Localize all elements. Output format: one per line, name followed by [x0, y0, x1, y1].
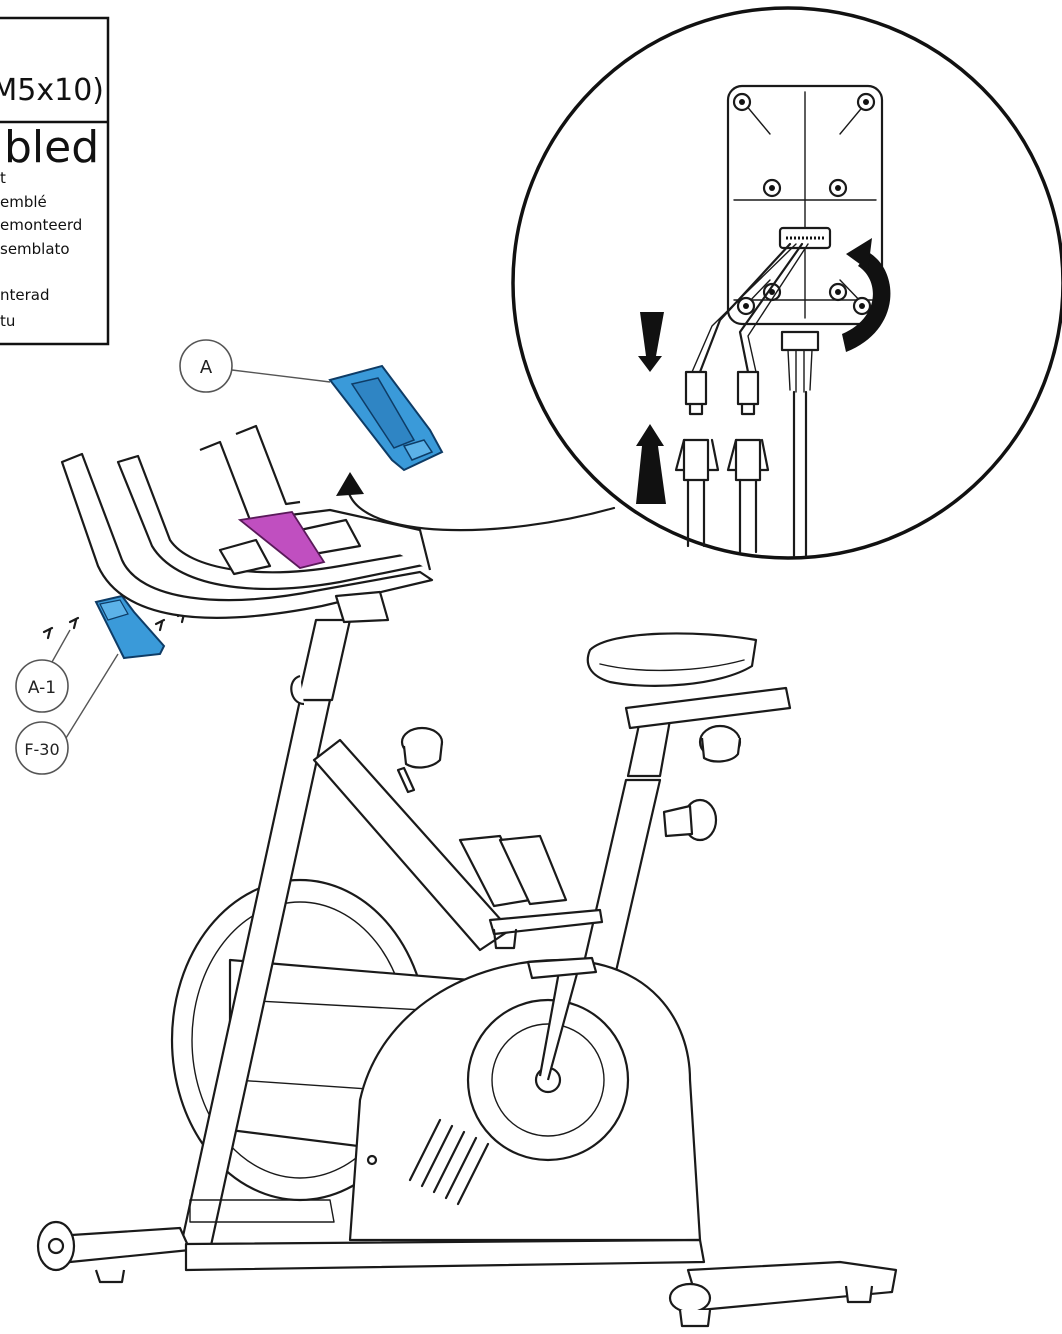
exercise-bike [36, 424, 898, 1328]
rear-stabilizer [668, 1260, 898, 1328]
pedal-right [488, 908, 604, 980]
label-a1: A-1 [28, 678, 56, 698]
upper-connectors [684, 370, 760, 416]
arrow-down-icon [638, 312, 664, 372]
phone-holder-part [328, 364, 444, 472]
translation-1: t [0, 169, 6, 187]
detail-leader-arrowhead [336, 472, 364, 496]
translation-4: semblato [0, 240, 70, 258]
mounting-plate [726, 84, 884, 326]
label-a-callout: A [179, 339, 331, 393]
translation-6: nterad [0, 286, 50, 304]
rotate-arrow-icon [842, 252, 891, 352]
seat-adjust-knob [662, 798, 718, 842]
translation-7: tu [0, 312, 15, 330]
hardware-spec: M5x10) [0, 73, 104, 108]
status-title: bled [4, 122, 99, 173]
handlebar-stem [334, 590, 390, 624]
saddle [586, 632, 758, 687]
seat-slider [624, 686, 792, 730]
bottle-holder [290, 674, 305, 706]
vent-slots [408, 1118, 490, 1206]
base-rail [184, 1238, 706, 1272]
handlebar-grip-left [218, 538, 272, 576]
handlebar-plate [237, 511, 326, 569]
translation-3: emonteerd [0, 216, 82, 234]
lower-connectors [674, 438, 770, 554]
seat-height-knob [698, 724, 742, 763]
handlebar-post [296, 618, 352, 702]
label-f30: F-30 [24, 740, 59, 759]
detail-leader-curve [346, 488, 616, 532]
resistance-knob [396, 726, 444, 794]
label-f30-callout: F-30 [15, 653, 119, 775]
front-stabilizer [36, 1220, 192, 1284]
seat-tube [578, 778, 662, 982]
ribbon-cable [780, 330, 820, 558]
pedal-left [458, 834, 568, 908]
legend-box: M5x10) bled t emblé emonteerd semblato n… [0, 16, 110, 346]
label-a1-callout: A-1 [15, 629, 71, 713]
label-a: A [200, 357, 213, 378]
plate-screws [732, 92, 876, 316]
arrow-up-icon [636, 424, 666, 504]
detail-magnifier [511, 6, 1062, 560]
translation-2: emblé [0, 193, 47, 211]
